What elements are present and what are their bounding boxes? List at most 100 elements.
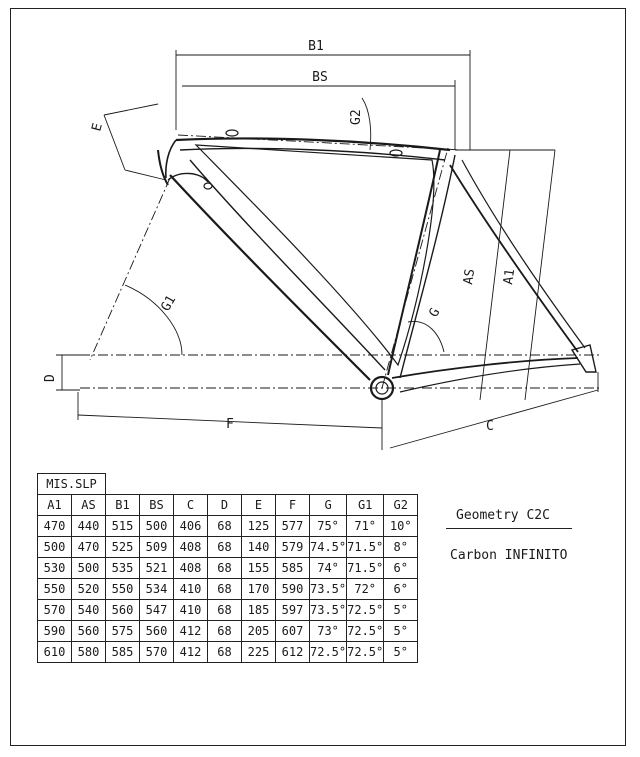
dimension-text: B1 BS E G2 G1 AS A1 G D F C <box>43 39 518 434</box>
table-cell: 71° <box>346 514 385 537</box>
table-cell: 10° <box>383 514 419 537</box>
table-cell: 500 <box>139 514 174 537</box>
table-caption: MIS.SLP <box>37 473 106 495</box>
frame-geometry-drawing: B1 BS E G2 G1 AS A1 G D F C <box>43 39 600 450</box>
label-as: AS <box>461 268 478 286</box>
table-cell: 575 <box>105 619 140 642</box>
table-cell: 72.5° <box>308 640 348 663</box>
table-cell: 75° <box>308 514 348 537</box>
table-cell: 500 <box>71 556 106 579</box>
table-cell: 535 <box>105 556 140 579</box>
table-cell: 140 <box>241 535 276 558</box>
centerlines <box>80 134 600 389</box>
table-cell: 73.5° <box>308 598 348 621</box>
table-cell: 612 <box>275 640 310 663</box>
table-cell: 125 <box>241 514 276 537</box>
table-cell: 408 <box>173 556 208 579</box>
table-cell: 5° <box>383 619 419 642</box>
table-cell: 590 <box>275 577 310 600</box>
table-cell: 225 <box>241 640 276 663</box>
column-header: F <box>275 493 310 516</box>
table-cell: 6° <box>383 556 419 579</box>
table-cell: 597 <box>275 598 310 621</box>
table-cell: 205 <box>241 619 276 642</box>
table-cell: 155 <box>241 556 276 579</box>
table-cell: 570 <box>37 598 72 621</box>
table-cell: 408 <box>173 535 208 558</box>
table-cell: 68 <box>207 577 242 600</box>
material-title: Carbon INFINITO <box>450 548 568 563</box>
table-cell: 550 <box>105 577 140 600</box>
table-cell: 525 <box>105 535 140 558</box>
table-cell: 580 <box>71 640 106 663</box>
table-cell: 585 <box>275 556 310 579</box>
table-cell: 71.5° <box>346 556 385 579</box>
table-cell: 68 <box>207 535 242 558</box>
geometry-title: Geometry C2C <box>456 508 550 523</box>
table-cell: 515 <box>105 514 140 537</box>
label-bs: BS <box>312 70 328 85</box>
bike-frame <box>157 129 597 401</box>
drawing-frame <box>10 8 626 746</box>
table-cell: 73° <box>308 619 348 642</box>
label-d: D <box>43 374 58 382</box>
table-cell: 412 <box>173 640 208 663</box>
column-header: BS <box>139 493 174 516</box>
label-c: C <box>486 419 494 434</box>
label-f: F <box>226 417 234 432</box>
table-cell: 570 <box>139 640 174 663</box>
table-cell: 72.5° <box>346 640 385 663</box>
table-cell: 410 <box>173 577 208 600</box>
label-g2: G2 <box>349 109 364 125</box>
column-header: D <box>207 493 242 516</box>
table-cell: 185 <box>241 598 276 621</box>
table-cell: 73.5° <box>308 577 348 600</box>
table-cell: 72.5° <box>346 598 385 621</box>
column-header: E <box>241 493 276 516</box>
table-cell: 440 <box>71 514 106 537</box>
label-g: G <box>426 306 443 320</box>
table-cell: 560 <box>139 619 174 642</box>
table-cell: 577 <box>275 514 310 537</box>
table-cell: 5° <box>383 640 419 663</box>
table-cell: 560 <box>105 598 140 621</box>
label-g1: G1 <box>158 293 179 314</box>
table-cell: 406 <box>173 514 208 537</box>
title-divider <box>446 528 572 529</box>
dimension-lines <box>56 50 599 450</box>
table-cell: 170 <box>241 577 276 600</box>
table-cell: 540 <box>71 598 106 621</box>
table-cell: 68 <box>207 640 242 663</box>
table-cell: 590 <box>37 619 72 642</box>
label-a1: A1 <box>501 268 518 286</box>
table-cell: 560 <box>71 619 106 642</box>
table-cell: 72.5° <box>346 619 385 642</box>
table-cell: 410 <box>173 598 208 621</box>
column-header: G <box>308 493 348 516</box>
table-cell: 68 <box>207 619 242 642</box>
table-cell: 520 <box>71 577 106 600</box>
table-cell: 585 <box>105 640 140 663</box>
column-header: C <box>173 493 208 516</box>
table-cell: 6° <box>383 577 419 600</box>
table-cell: 5° <box>383 598 419 621</box>
table-cell: 72° <box>346 577 385 600</box>
table-cell: 579 <box>275 535 310 558</box>
column-header: G2 <box>383 493 419 516</box>
table-cell: 8° <box>383 535 419 558</box>
table-cell: 68 <box>207 598 242 621</box>
table-cell: 610 <box>37 640 72 663</box>
table-cell: 470 <box>37 514 72 537</box>
table-cell: 550 <box>37 577 72 600</box>
table-cell: 74° <box>308 556 348 579</box>
table-caption-spacer <box>106 474 418 495</box>
column-header: B1 <box>105 493 140 516</box>
table-cell: 500 <box>37 535 72 558</box>
table-cell: 509 <box>139 535 174 558</box>
